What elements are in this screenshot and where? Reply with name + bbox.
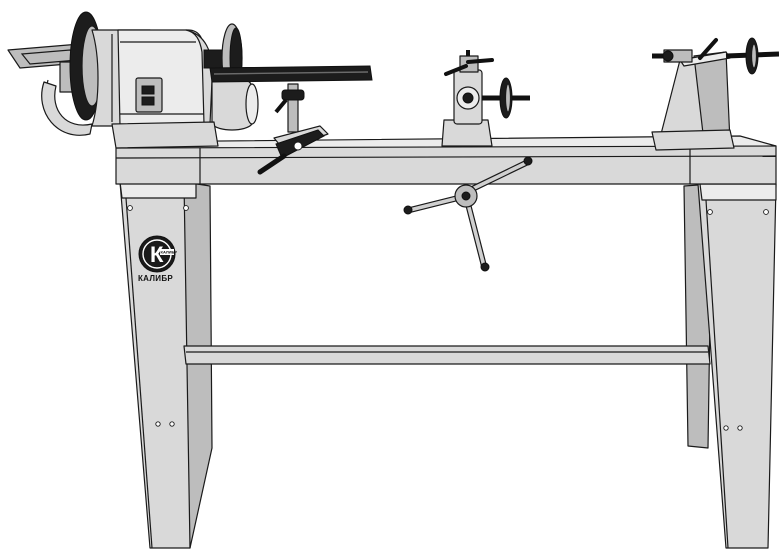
brand-badge-icon — [138, 235, 176, 273]
brand-mark: К — [150, 242, 164, 267]
left-leg — [119, 181, 213, 549]
tool-carriage — [441, 50, 530, 147]
tailstock — [651, 37, 779, 151]
switch-off-icon — [141, 96, 155, 106]
brand-logo: К КАЛИБР КАЛИБР — [138, 235, 178, 283]
bed-clamp-lever — [403, 156, 533, 272]
brand-name: КАЛИБР — [138, 274, 173, 283]
right-leg — [683, 183, 777, 549]
leg-stretcher-bar — [183, 345, 711, 365]
tool-rest — [209, 65, 373, 175]
power-switch-box — [135, 77, 163, 113]
headstock — [7, 11, 259, 149]
brand-mark-small: КАЛИБР — [161, 250, 178, 255]
switch-on-icon — [141, 85, 155, 95]
